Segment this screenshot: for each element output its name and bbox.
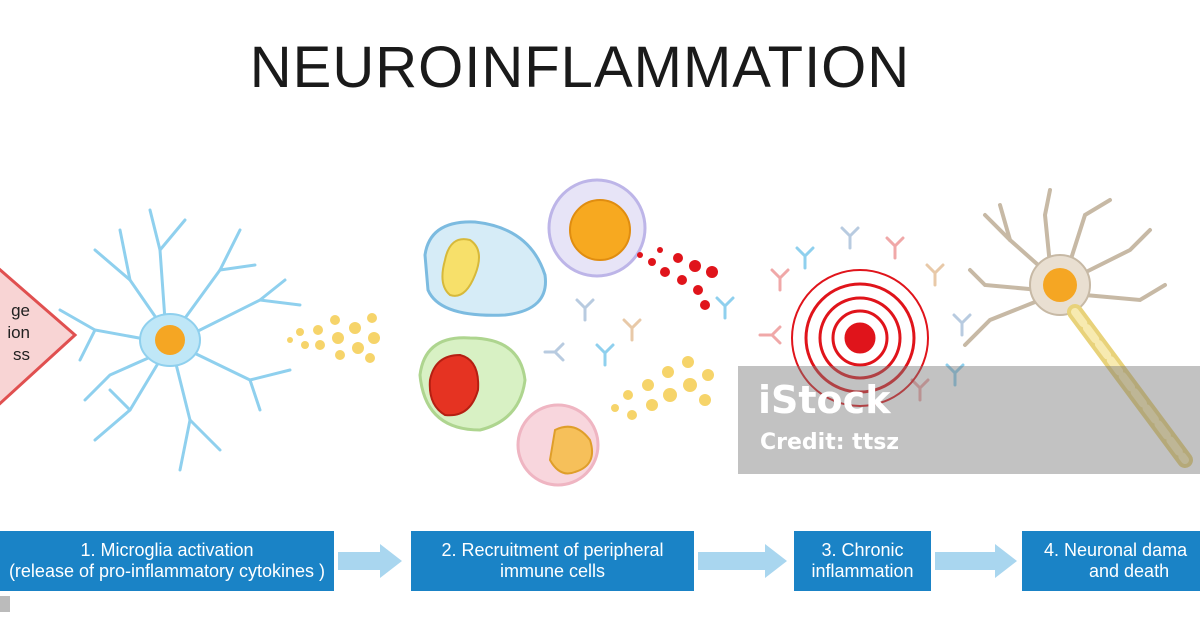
- step-3-subtitle: inflammation: [811, 561, 914, 581]
- trigger-diamond: [0, 267, 78, 406]
- flow-arrows: [338, 544, 1017, 578]
- immune-cell-mast-cell: [516, 403, 600, 487]
- step-2-subtitle: immune cells: [499, 561, 606, 581]
- step-box-2: 2. Recruitment of peripheral immune cell…: [411, 531, 694, 591]
- step-4-title: 4. Neuronal dama: [1044, 540, 1188, 560]
- trigger-label: ge ion ss: [0, 300, 30, 366]
- step-3-title: 3. Chronic: [821, 540, 904, 560]
- left-edge-mark: [0, 596, 10, 612]
- step-box-3: 3. Chronic inflammation: [794, 531, 931, 591]
- microglia-nucleus: [155, 325, 185, 355]
- step-1-subtitle: (release of pro-inflammatory cytokines ): [8, 561, 326, 581]
- antibodies: [543, 226, 972, 402]
- trigger-line-2: ion: [7, 323, 30, 342]
- red-dot-cloud: [637, 247, 718, 310]
- microglia-cell: [58, 208, 302, 472]
- watermark-credit: Credit: ttsz: [760, 430, 900, 455]
- step-box-4: 4. Neuronal dama and death: [1022, 531, 1200, 591]
- step-1-title: 1. Microglia activation: [80, 540, 254, 560]
- trigger-line-3: ss: [13, 345, 30, 364]
- watermark-overlay: iStock Credit: ttsz: [738, 366, 1200, 474]
- immune-cell-monocyte: [423, 220, 547, 317]
- cytokine-cloud-1: [287, 313, 380, 363]
- immune-cell-neutrophil: [418, 336, 527, 432]
- immune-cell-lymphocyte: [547, 178, 647, 278]
- cytokine-cloud-2: [611, 356, 714, 420]
- step-box-1: 1. Microglia activation (release of pro-…: [0, 531, 334, 591]
- inflammation-target: [791, 269, 929, 407]
- diagram-title: NEUROINFLAMMATION: [249, 35, 911, 100]
- step-4-subtitle: and death: [1089, 561, 1170, 581]
- neuron: [963, 188, 1167, 352]
- step-2-title: 2. Recruitment of peripheral: [441, 540, 664, 560]
- watermark-logo: iStock: [758, 378, 891, 422]
- trigger-line-1: ge: [11, 301, 30, 320]
